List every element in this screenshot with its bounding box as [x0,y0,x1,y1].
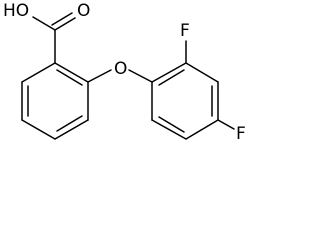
ring1-bond-f [21,62,56,83]
difluorophenyl-ring [151,62,219,140]
hydroxyl-label: HO [3,1,29,21]
ring1-bond-a [54,62,89,83]
ring1-inner-bond-1 [56,69,83,86]
ring1-bond-d [21,119,56,140]
carbonyl-double-bond-1 [54,17,76,31]
carbonyl-double-bond-2 [51,12,73,26]
ring2-inner-bond-3 [158,116,185,133]
ring2-bond-e [151,119,187,140]
ring2-bond-d [185,119,219,140]
fluorine-4-label: F [236,124,246,144]
fluorine-2-label: F [180,21,190,41]
ring1-bond-c [54,119,89,140]
fluorine-substituents: F F [180,21,246,144]
carboxylic-acid-group: HO O [3,1,90,64]
ring1-inner-bond-2 [56,115,83,132]
fluorine-4-bond [217,119,235,130]
carbonyl-oxygen-label: O [77,1,90,21]
ring1-to-ether-bond [87,69,112,83]
ring2-bond-a [151,62,187,83]
carbon-hydroxyl-bond [32,16,56,31]
ring2-inner-bond-1 [158,69,185,86]
ether-oxygen-label: O [114,59,127,79]
ether-linkage: O [87,59,153,83]
chemical-structure: HO O O F F [3,1,246,144]
ring2-bond-b [185,62,219,83]
benzoic-ring [21,62,89,140]
ether-to-ring2-bond [128,69,153,83]
